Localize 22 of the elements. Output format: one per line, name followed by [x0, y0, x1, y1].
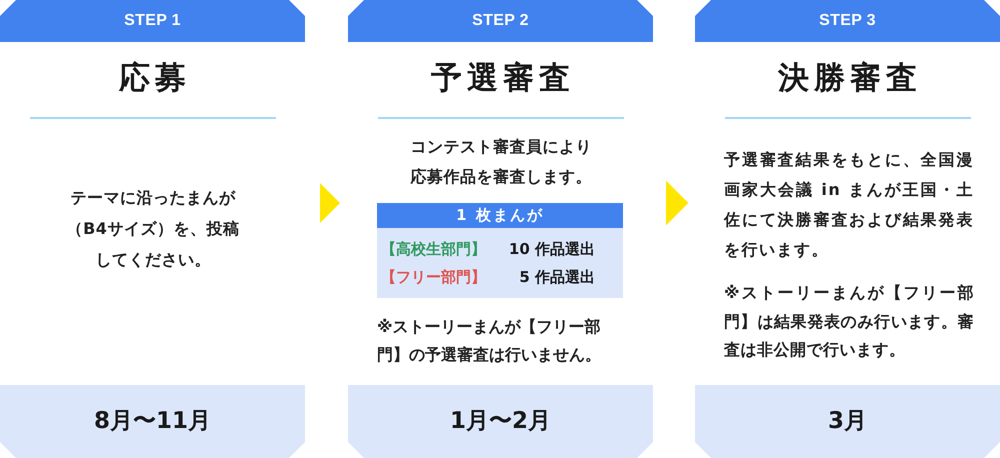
step-title: 決勝審査: [777, 59, 922, 98]
period-band: 8月〜11月: [0, 385, 305, 458]
description-text: 予選審査結果をもとに、全国漫画家大会議 in まんが王国・土佐にて決勝審査および結果発表を行います。: [724, 149, 974, 261]
step-title: 予選審査: [430, 59, 575, 98]
selection-table: [377, 203, 623, 298]
step-header: STEP 2: [348, 0, 653, 42]
note-text: ※ストーリーまんが【フリー部門】の予選審査は行いません。: [377, 316, 602, 366]
step-header: STEP 3: [695, 0, 1000, 42]
table-header: 1 枚まんが: [377, 203, 623, 228]
description-text: テーマに沿ったまんが（B4サイズ）を、投稿してください。: [66, 187, 240, 271]
period-band: 3月: [695, 385, 1000, 458]
step-title: 応募: [118, 59, 191, 98]
selection-count: 10 作品選出: [508, 239, 595, 260]
selection-count: 5 作品選出: [519, 267, 595, 288]
arrow: [320, 183, 340, 223]
description-text: コンテスト審査員により応募作品を審査します。: [409, 136, 593, 188]
category-label: 【フリー部門】: [381, 267, 486, 288]
arrow: [665, 182, 688, 224]
category-label: 【高校生部門】: [381, 239, 486, 260]
note-text: ※ストーリーまんが【フリー部門】は結果発表のみ行います。審査は非公開で行います。: [724, 282, 974, 361]
period-band: 1月〜2月: [348, 385, 653, 458]
step-header: STEP 1: [0, 0, 305, 42]
